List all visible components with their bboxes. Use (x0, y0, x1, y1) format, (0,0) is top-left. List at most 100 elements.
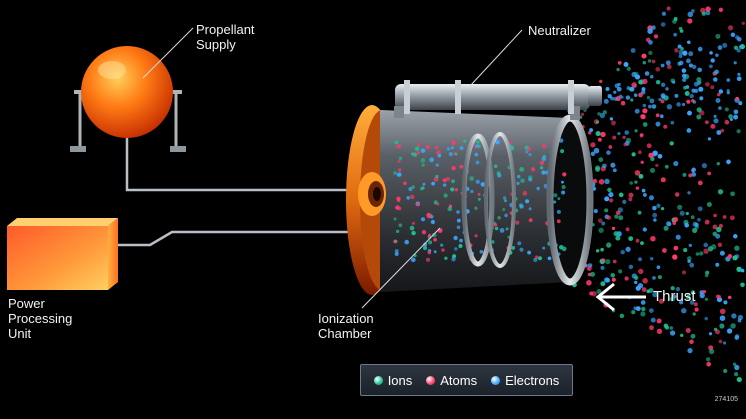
particle (453, 235, 458, 241)
particle (687, 191, 691, 195)
particle (409, 225, 415, 231)
particle (695, 252, 700, 256)
thrust-arrow (595, 282, 646, 312)
particle (394, 140, 399, 145)
particle (495, 139, 500, 145)
particle (520, 178, 525, 184)
particle (673, 245, 679, 251)
particle (685, 211, 689, 216)
particle (502, 208, 506, 211)
particle (443, 193, 448, 198)
particle (395, 205, 400, 210)
particle (687, 40, 691, 45)
particle (736, 48, 741, 53)
particle (553, 193, 558, 198)
particle (638, 150, 642, 155)
particle (447, 206, 453, 212)
particle (701, 11, 706, 16)
particle (604, 196, 610, 202)
particle (691, 167, 696, 173)
particle (427, 250, 432, 255)
figure-code: 274105 (714, 396, 738, 403)
particle (690, 215, 695, 220)
particle (692, 100, 697, 104)
particle (707, 137, 712, 141)
particle (432, 232, 437, 238)
particle (704, 297, 709, 301)
particle (480, 182, 486, 187)
particle (687, 347, 693, 354)
particle (705, 273, 709, 278)
particle (652, 212, 658, 218)
particle (595, 131, 601, 137)
particle (536, 186, 540, 191)
particle (710, 85, 715, 90)
particle (692, 221, 698, 227)
particle (515, 220, 520, 225)
particle (516, 181, 520, 185)
particle (670, 286, 675, 291)
particle (435, 145, 439, 150)
propellant-tank (70, 46, 186, 152)
particle (499, 228, 505, 233)
particle (422, 182, 426, 186)
particle (531, 167, 536, 172)
particle (723, 300, 728, 305)
particle (631, 82, 637, 88)
electron-dot-icon (491, 375, 501, 385)
particle (680, 47, 684, 51)
particle (738, 45, 743, 49)
particle (421, 163, 425, 167)
particle (396, 172, 401, 177)
particle (679, 210, 685, 216)
particle (630, 98, 634, 102)
particle (425, 145, 430, 150)
particle (728, 114, 733, 119)
particle (608, 145, 613, 149)
thruster-body (346, 105, 594, 295)
particle (706, 202, 712, 207)
particle (651, 59, 656, 64)
propellant-supply-label: Propellant Supply (196, 22, 255, 52)
particle (715, 53, 719, 57)
particle (504, 213, 508, 218)
particle (528, 153, 532, 157)
particle (663, 323, 669, 329)
particle (653, 34, 659, 39)
particle (456, 218, 461, 223)
particle (681, 270, 687, 275)
particle (677, 204, 683, 210)
particle (690, 333, 696, 339)
particle (497, 215, 501, 220)
particle (459, 146, 464, 150)
particle (672, 19, 677, 24)
particle (620, 250, 625, 255)
particle (641, 53, 647, 59)
particle (716, 92, 721, 97)
particle (557, 197, 561, 201)
particle (724, 107, 729, 112)
particle (421, 230, 427, 235)
particle (677, 61, 682, 66)
particle (618, 215, 624, 221)
particle (726, 159, 731, 165)
particle (595, 249, 600, 253)
particle (398, 223, 403, 228)
particle (620, 100, 626, 106)
particle (475, 144, 479, 148)
particle (640, 311, 646, 317)
particle (703, 248, 709, 254)
particle (736, 76, 742, 82)
particle (656, 318, 662, 324)
particle (634, 170, 641, 176)
particle (437, 228, 443, 233)
particle (463, 139, 467, 144)
particle (444, 256, 448, 261)
particle (713, 213, 717, 218)
particle (626, 86, 631, 91)
particle (726, 328, 733, 334)
particle (613, 90, 617, 94)
particle (416, 151, 421, 155)
particle (458, 243, 463, 249)
particle (393, 217, 397, 221)
